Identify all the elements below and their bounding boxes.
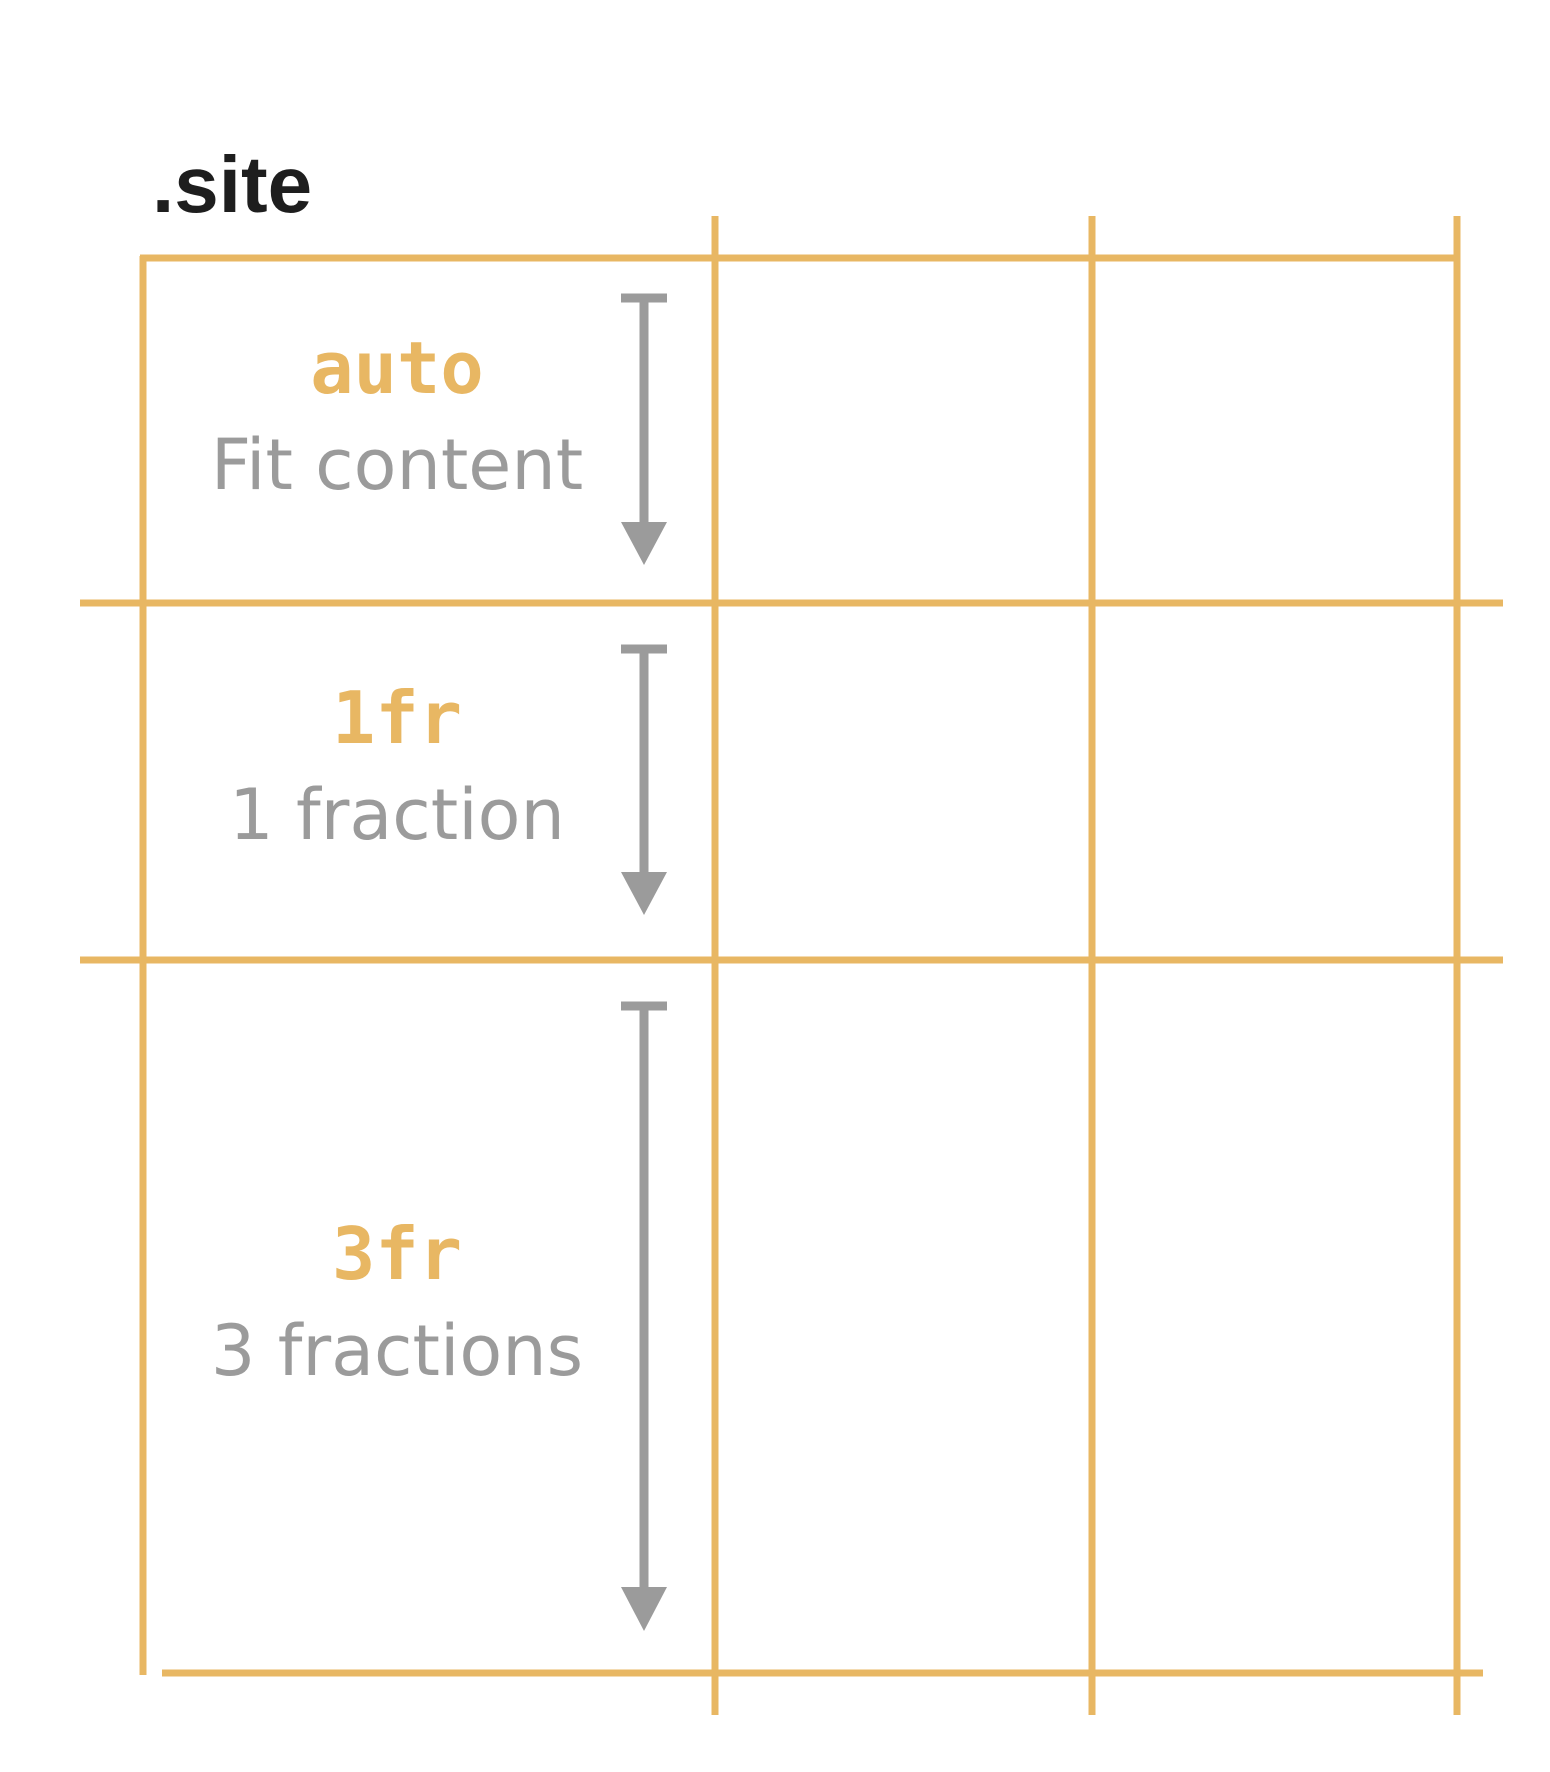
row-auto-description: Fit content (211, 424, 583, 506)
row-3fr-value: 3fr (332, 1212, 462, 1296)
row-1fr-description: 1 fraction (229, 774, 565, 856)
row-auto-annotation: auto Fit content (211, 293, 667, 565)
row-3fr-annotation: 3fr 3 fractions (211, 1001, 667, 1631)
row-auto-arrow-icon (621, 293, 667, 565)
row-auto-value: auto (310, 326, 483, 410)
grid-lines (80, 216, 1503, 1715)
row-1fr-annotation: 1fr 1 fraction (229, 644, 667, 915)
row-1fr-value: 1fr (332, 676, 462, 760)
row-3fr-description: 3 fractions (211, 1310, 583, 1392)
grid-container-title: .site (152, 140, 312, 229)
row-1fr-arrow-icon (621, 644, 667, 915)
row-3fr-arrow-icon (621, 1001, 667, 1631)
